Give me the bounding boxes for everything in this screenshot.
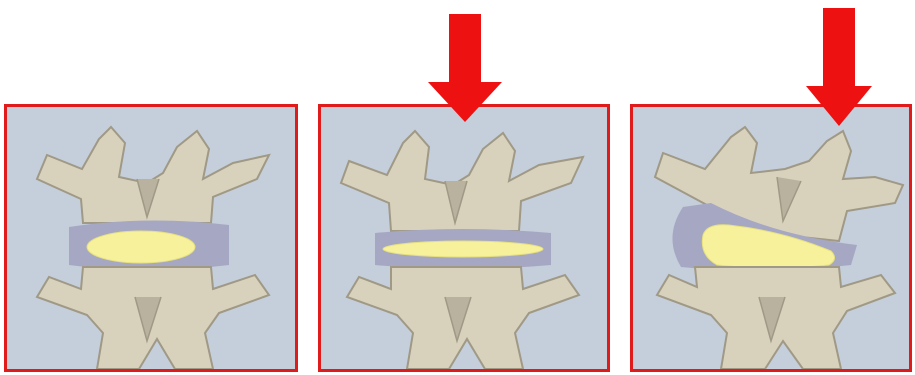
down-arrow-icon [806,0,872,126]
panel-bulging-disc [630,104,912,372]
vertebrae-illustration [321,107,607,369]
down-arrow-icon [428,0,502,122]
upper-vertebra [37,127,269,223]
upper-vertebra [341,131,583,231]
lower-vertebra [37,267,269,369]
lower-vertebra [347,267,579,369]
vertebrae-illustration [7,107,295,369]
panel-compressed-disc [318,104,610,372]
vertebrae-illustration [633,107,909,369]
nucleus-pulposus [87,231,195,263]
lower-vertebra [657,267,895,369]
nucleus-pulposus [383,241,543,257]
panel-neutral-disc [4,104,298,372]
